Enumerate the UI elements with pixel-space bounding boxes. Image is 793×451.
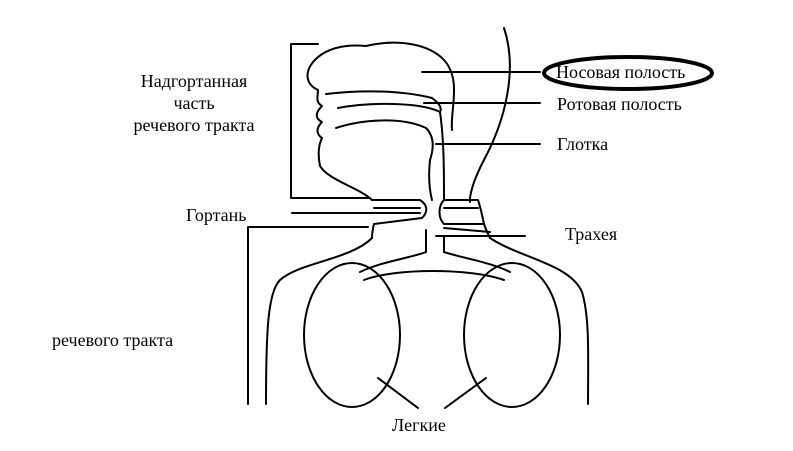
trachea-ring (443, 227, 491, 233)
pharynx-back-wall (439, 111, 445, 201)
back-of-neck (468, 27, 511, 203)
label-supraglottal-line1: Надгортанная (140, 71, 248, 91)
head-top-contour (365, 41, 456, 131)
subglottal-bracket (247, 226, 369, 405)
nasopharynx-wall (431, 97, 442, 113)
bronchi-inner (363, 270, 505, 281)
label-lungs: Легкие (392, 415, 446, 435)
torso-right (489, 237, 590, 405)
leader-lungs-right (444, 377, 487, 409)
label-supraglottal: Надгортанная часть речевого тракта (104, 70, 284, 136)
lung-right (463, 262, 561, 408)
palate (325, 90, 433, 99)
trachea-left (371, 223, 375, 239)
label-oral-cavity: Ротовая полость (557, 94, 682, 114)
label-nasal-cavity: Носовая полость (556, 62, 686, 82)
tongue-top (337, 102, 441, 113)
bronchus-left (359, 251, 427, 273)
highlight-ellipse (542, 55, 714, 91)
larynx-left (371, 199, 428, 225)
tongue-body (335, 119, 434, 201)
label-subglottal: речевого тракта (52, 330, 174, 350)
label-supraglottal-line3: речевого тракта (133, 115, 255, 135)
bronchus-right (443, 251, 511, 273)
torso-left (265, 237, 373, 405)
label-larynx: Гортань (186, 205, 247, 225)
supraglottal-bracket (290, 43, 371, 199)
label-supraglottal-line2: часть (173, 93, 215, 113)
leader-lungs-left (377, 377, 419, 409)
face-profile (306, 44, 373, 201)
label-trachea: Трахея (565, 224, 618, 244)
lung-left (303, 262, 401, 408)
larynx-right (438, 199, 485, 225)
label-pharynx: Глотка (557, 134, 609, 154)
